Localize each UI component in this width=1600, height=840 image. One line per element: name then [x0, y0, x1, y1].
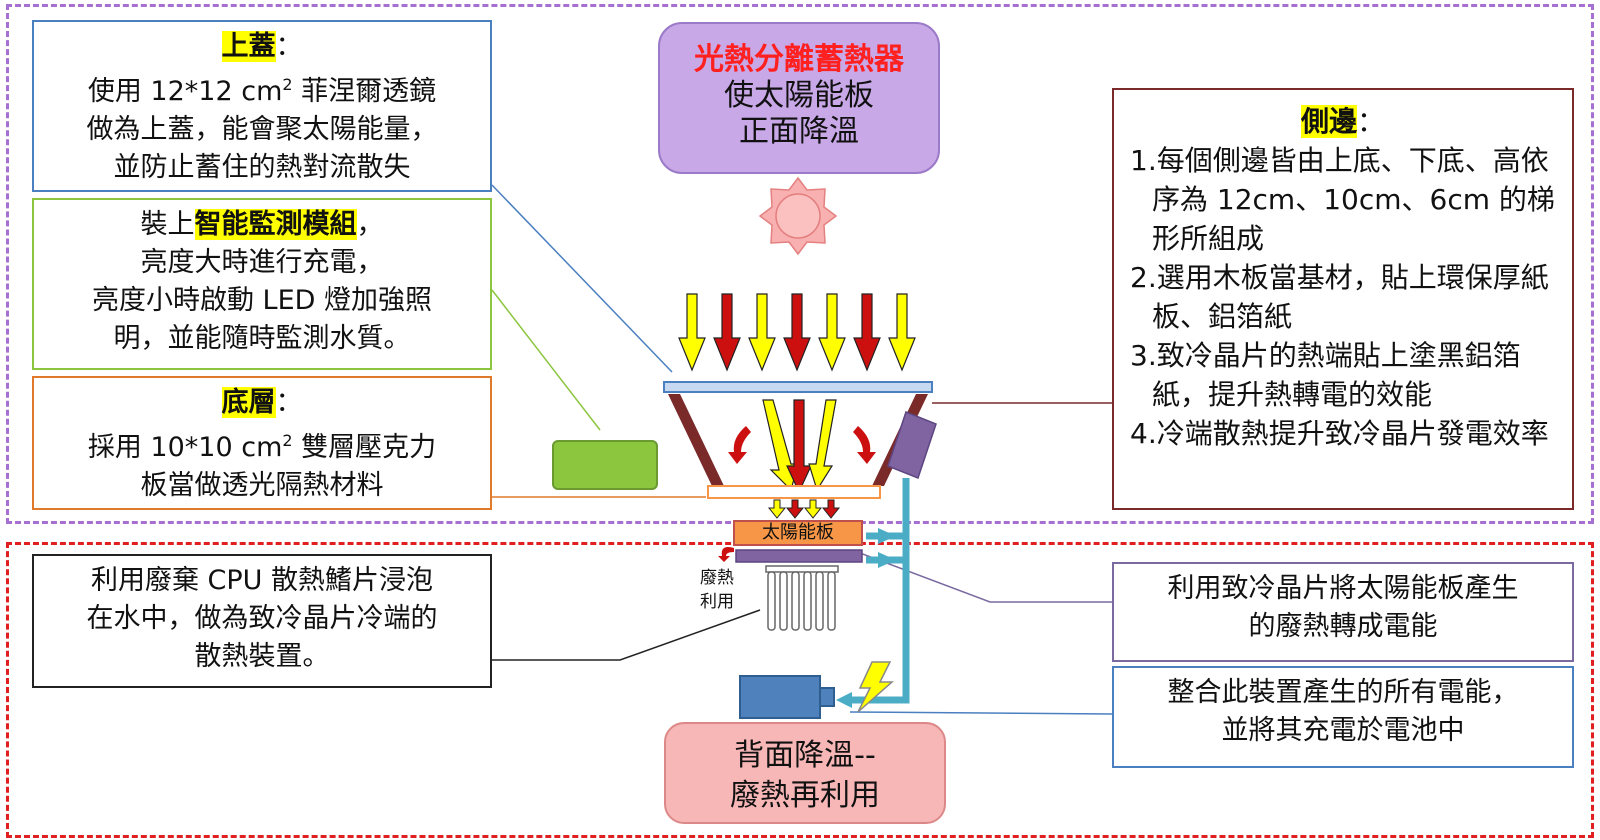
bottom-layer-note: 底層： 採用 10*10 cm2 雙層壓克力 板當做透光隔熱材料	[32, 376, 492, 510]
sides-item: 1.每個側邊皆由上底、下底、高依序為 12cm、10cm、6cm 的梯形所組成	[1130, 144, 1555, 255]
reflect-arrow-left	[728, 426, 751, 464]
acrylic-bottom-layer	[707, 485, 881, 499]
connector-cpu	[492, 609, 761, 661]
sides-note: 側邊： 1.每個側邊皆由上底、下底、高依序為 12cm、10cm、6cm 的梯形…	[1112, 88, 1574, 510]
smart-module-block	[552, 440, 658, 490]
tec-chip-side	[887, 411, 937, 479]
solar-panel-label: 太陽能板	[762, 522, 834, 543]
panel-arrows	[767, 499, 841, 519]
connector-tec	[851, 549, 1112, 603]
reflect-arrow-right	[853, 426, 876, 464]
top-cover-note: 上蓋： 使用 12*12 cm2 菲涅爾透鏡 做為上蓋，能會聚太陽能量， 並防止…	[32, 20, 492, 192]
cpu-heatsink	[765, 565, 839, 631]
solar-panel: 太陽能板	[733, 520, 863, 546]
inner-light-arrows	[762, 399, 837, 494]
power-flow-arrowheads	[836, 528, 896, 708]
back-cooling-bubble: 背面降溫-- 廢熱再利用	[664, 722, 946, 824]
sides-item: 2.選用木板當基材，貼上環保厚紙板、鋁箔紙	[1130, 261, 1549, 333]
lightning-icon	[857, 661, 894, 713]
left-side-wall	[668, 394, 724, 486]
sides-heading: 側邊	[1300, 105, 1357, 138]
connector-smart-module	[491, 289, 601, 431]
bottom-layer-heading: 底層	[221, 387, 276, 418]
connector-battery	[849, 711, 1113, 715]
heat-storage-title: 光熱分離蓄熱器	[694, 42, 904, 77]
battery-note: 整合此裝置產生的所有電能， 並將其充電於電池中	[1112, 666, 1574, 768]
fresnel-lens-cover	[663, 381, 933, 393]
smart-module-note: 裝上智能監測模組， 亮度大時進行充電， 亮度小時啟動 LED 燈加強照 明，並能…	[32, 198, 492, 370]
tec-chip-bottom	[735, 549, 863, 563]
sun-icon	[758, 176, 838, 256]
waste-heat-label: 廢熱 利用	[700, 568, 734, 612]
heat-storage-bubble: 光熱分離蓄熱器 使太陽能板 正面降溫	[658, 22, 940, 174]
sides-item: 4.冷端散熱提升致冷晶片發電效率	[1130, 417, 1549, 450]
smart-module-heading: 智能監測模組	[194, 209, 357, 240]
incoming-light-arrows	[678, 293, 916, 372]
top-cover-heading: 上蓋	[221, 31, 276, 62]
battery-icon	[739, 675, 821, 719]
waste-heat-arrow	[718, 547, 734, 562]
sides-item: 3.致冷晶片的熱端貼上塗黑鋁箔紙，提升熱轉電的效能	[1130, 339, 1521, 411]
cpu-heatsink-note: 利用廢棄 CPU 散熱鰭片浸泡 在水中，做為致冷晶片冷端的 散熱裝置。	[32, 554, 492, 688]
connector-top-cover	[491, 184, 673, 373]
tec-convert-note: 利用致冷晶片將太陽能板產生 的廢熱轉成電能	[1112, 562, 1574, 662]
battery-terminal	[819, 687, 835, 707]
